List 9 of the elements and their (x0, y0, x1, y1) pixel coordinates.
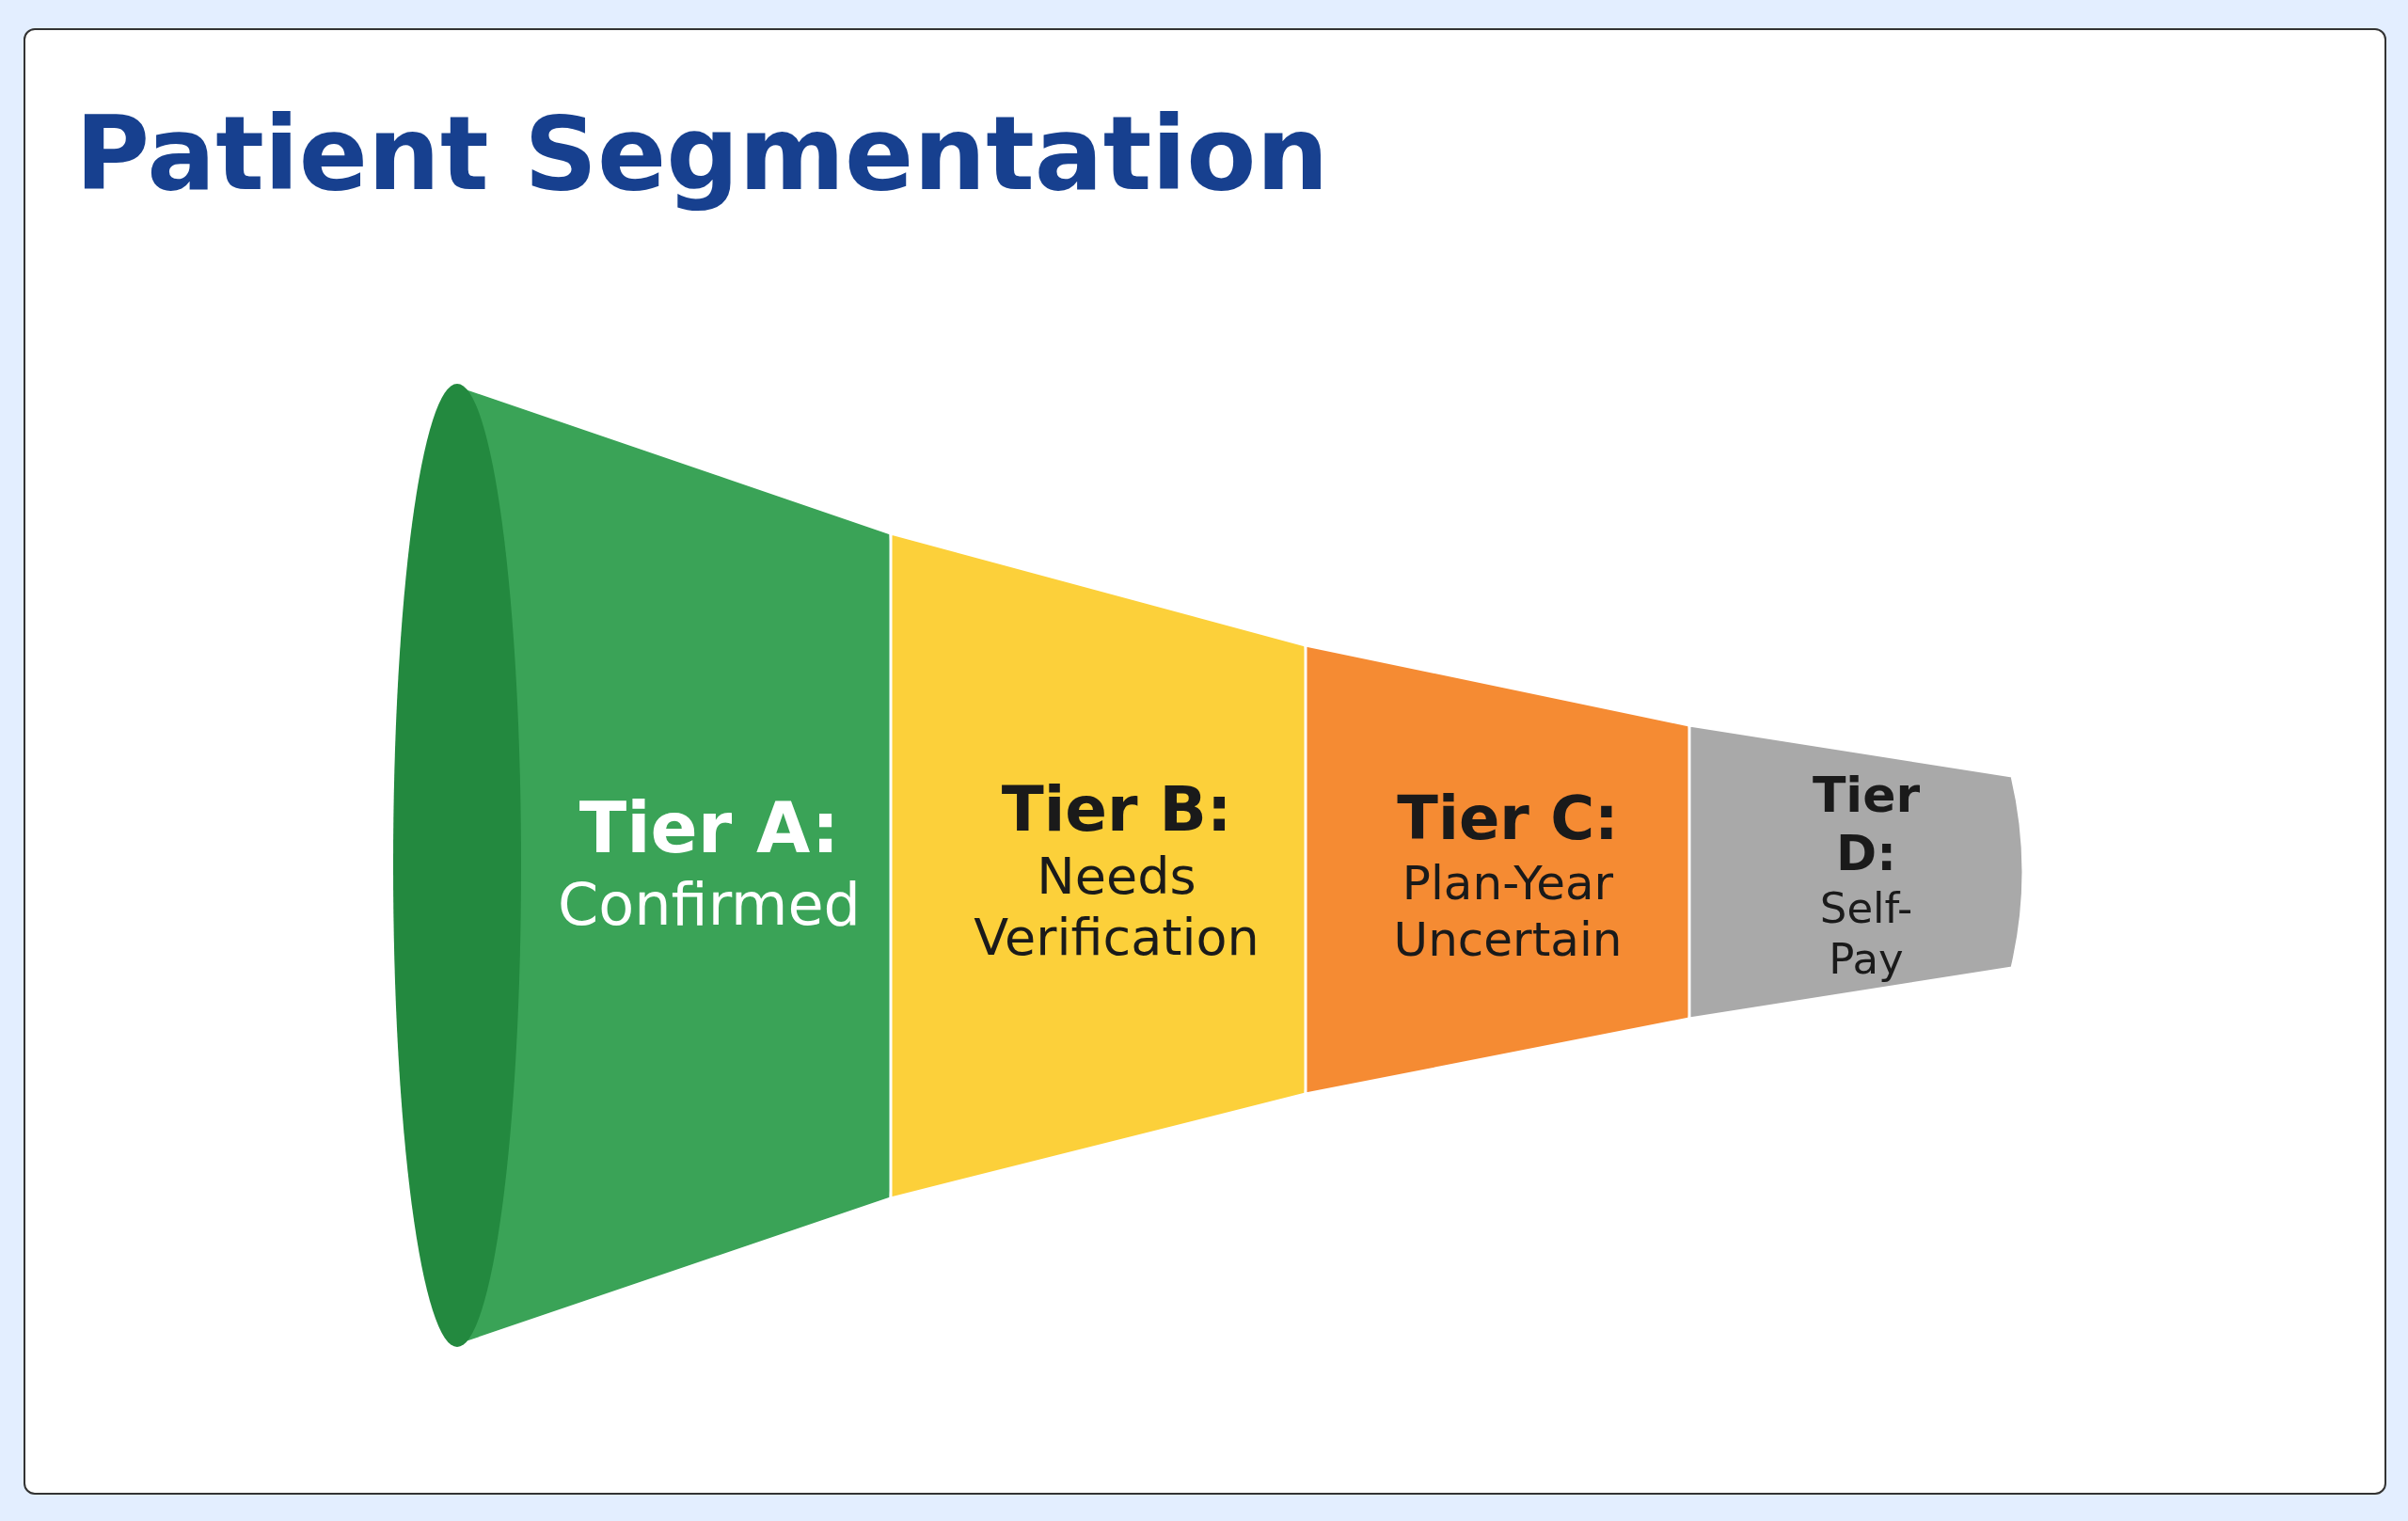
tier-heading: Tier A: (578, 786, 841, 871)
tier-label: Self-Pay (1818, 882, 1914, 985)
title: Patient Segmentation (75, 99, 1329, 211)
tier-heading: Tier C: (1396, 782, 1620, 855)
tier-heading: Tier B: (1000, 771, 1233, 847)
tier-heading: Tier D: (1811, 765, 1922, 883)
tier-label: Plan-Year Uncertain (1393, 854, 1623, 968)
tier-label: Confirmed (558, 870, 861, 941)
tier-label: Needs Verification (974, 846, 1259, 969)
